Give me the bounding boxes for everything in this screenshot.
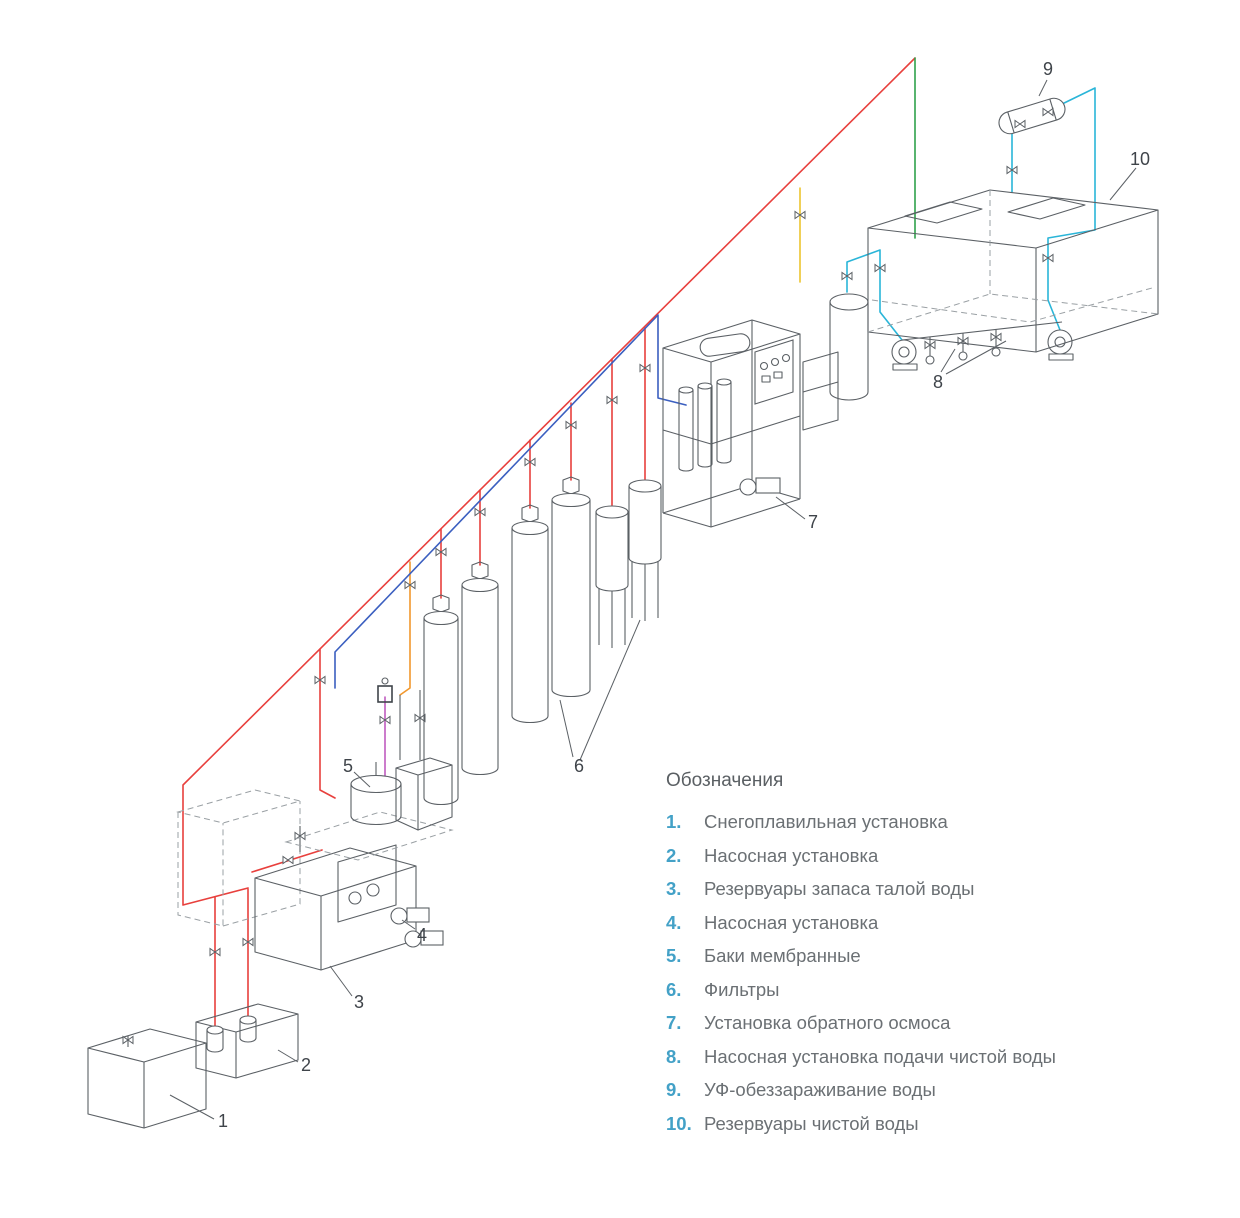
- pipe-red-branches: [214, 327, 646, 1029]
- legend-item-number: 7.: [666, 1012, 682, 1033]
- legend-item-7: 7. Установка обратного осмоса: [666, 1006, 1196, 1040]
- leader-line: [1038, 79, 1048, 97]
- legend-item-number: 3.: [666, 878, 682, 899]
- callout-8: 8: [933, 372, 943, 392]
- legend-item-number: 10.: [666, 1112, 692, 1134]
- legend-item-number: 6.: [666, 978, 682, 1000]
- legend-item-10: 10. Резервуары чистой воды: [666, 1107, 1196, 1141]
- legend-item-3: 3. Резервуары запаса талой воды: [666, 872, 1196, 906]
- clean-water-reservoirs: [867, 189, 1159, 353]
- callout-1: 1: [218, 1111, 228, 1131]
- legend-title: Обозначения: [666, 770, 784, 791]
- callout-2: 2: [301, 1055, 311, 1075]
- callout-10: 10: [1130, 149, 1150, 169]
- leader-line: [945, 340, 1007, 375]
- leader-line: [559, 699, 574, 758]
- legend-item-9: 9. УФ-обеззараживание воды: [666, 1073, 1196, 1107]
- legend: Обозначения 1. Снегоплавильная установка…: [666, 770, 1196, 1140]
- pipe-orange: [399, 561, 411, 696]
- membrane-tanks: [350, 581, 453, 831]
- legend-item-1: 1. Снегоплавильная установка: [666, 805, 1196, 839]
- pipe-magenta: [369, 696, 386, 789]
- leader-line: [353, 771, 371, 788]
- legend-item-label: Насосная установка подачи чистой воды: [704, 1045, 1056, 1067]
- pump-unit-2: [195, 938, 299, 1079]
- leader-line: [329, 965, 353, 997]
- pipe-blue: [334, 314, 687, 689]
- legend-item-label: Установка обратного осмоса: [704, 1012, 951, 1033]
- leader-line: [579, 619, 641, 761]
- legend-item-2: 2. Насосная установка: [666, 839, 1196, 873]
- legend-item-label: Резервуары чистой воды: [704, 1112, 919, 1134]
- legend-item-number: 4.: [666, 911, 682, 933]
- leader-line: [401, 919, 416, 930]
- melt-water-reservoirs: [176, 676, 454, 971]
- callout-6: 6: [574, 756, 584, 776]
- snow-melting-unit: [87, 1028, 207, 1129]
- leader-line: [169, 1094, 215, 1120]
- reverse-osmosis-unit: [662, 211, 869, 528]
- legend-item-number: 2.: [666, 844, 682, 866]
- pump-unit-4: [390, 907, 444, 948]
- legend-item-number: 1.: [666, 811, 682, 832]
- legend-item-label: Фильтры: [704, 978, 780, 1000]
- leader-line: [940, 348, 956, 373]
- leader-line: [277, 1049, 299, 1063]
- filters: [423, 364, 662, 806]
- legend-item-4: 4. Насосная установка: [666, 906, 1196, 940]
- legend-item-label: Насосная установка: [704, 844, 879, 866]
- callouts: 1 2 3 4 5 6 7 8 9 10: [169, 59, 1150, 1131]
- uv-disinfection-unit: [998, 97, 1066, 174]
- legend-item-5: 5. Баки мембранные: [666, 939, 1196, 973]
- callout-5: 5: [343, 756, 353, 776]
- callout-4: 4: [417, 925, 427, 945]
- legend-item-label: Снегоплавильная установка: [704, 811, 948, 832]
- leader-line: [775, 496, 806, 520]
- callout-9: 9: [1043, 59, 1053, 79]
- legend-item-8: 8. Насосная установка подачи чистой воды: [666, 1040, 1196, 1074]
- leader-line: [1109, 167, 1137, 201]
- callout-3: 3: [354, 992, 364, 1012]
- legend-item-label: Насосная установка: [704, 911, 879, 933]
- legend-item-label: Баки мембранные: [704, 945, 861, 966]
- legend-item-6: 6. Фильтры: [666, 973, 1196, 1007]
- legend-item-label: Резервуары запаса талой воды: [704, 878, 975, 899]
- clean-water-pump-unit: [874, 254, 1074, 371]
- legend-item-label: УФ-обеззараживание воды: [704, 1079, 936, 1100]
- piping: [182, 57, 1096, 1029]
- legend-item-number: 8.: [666, 1045, 682, 1067]
- legend-item-number: 9.: [666, 1079, 682, 1100]
- legend-item-number: 5.: [666, 945, 682, 966]
- callout-7: 7: [808, 512, 818, 532]
